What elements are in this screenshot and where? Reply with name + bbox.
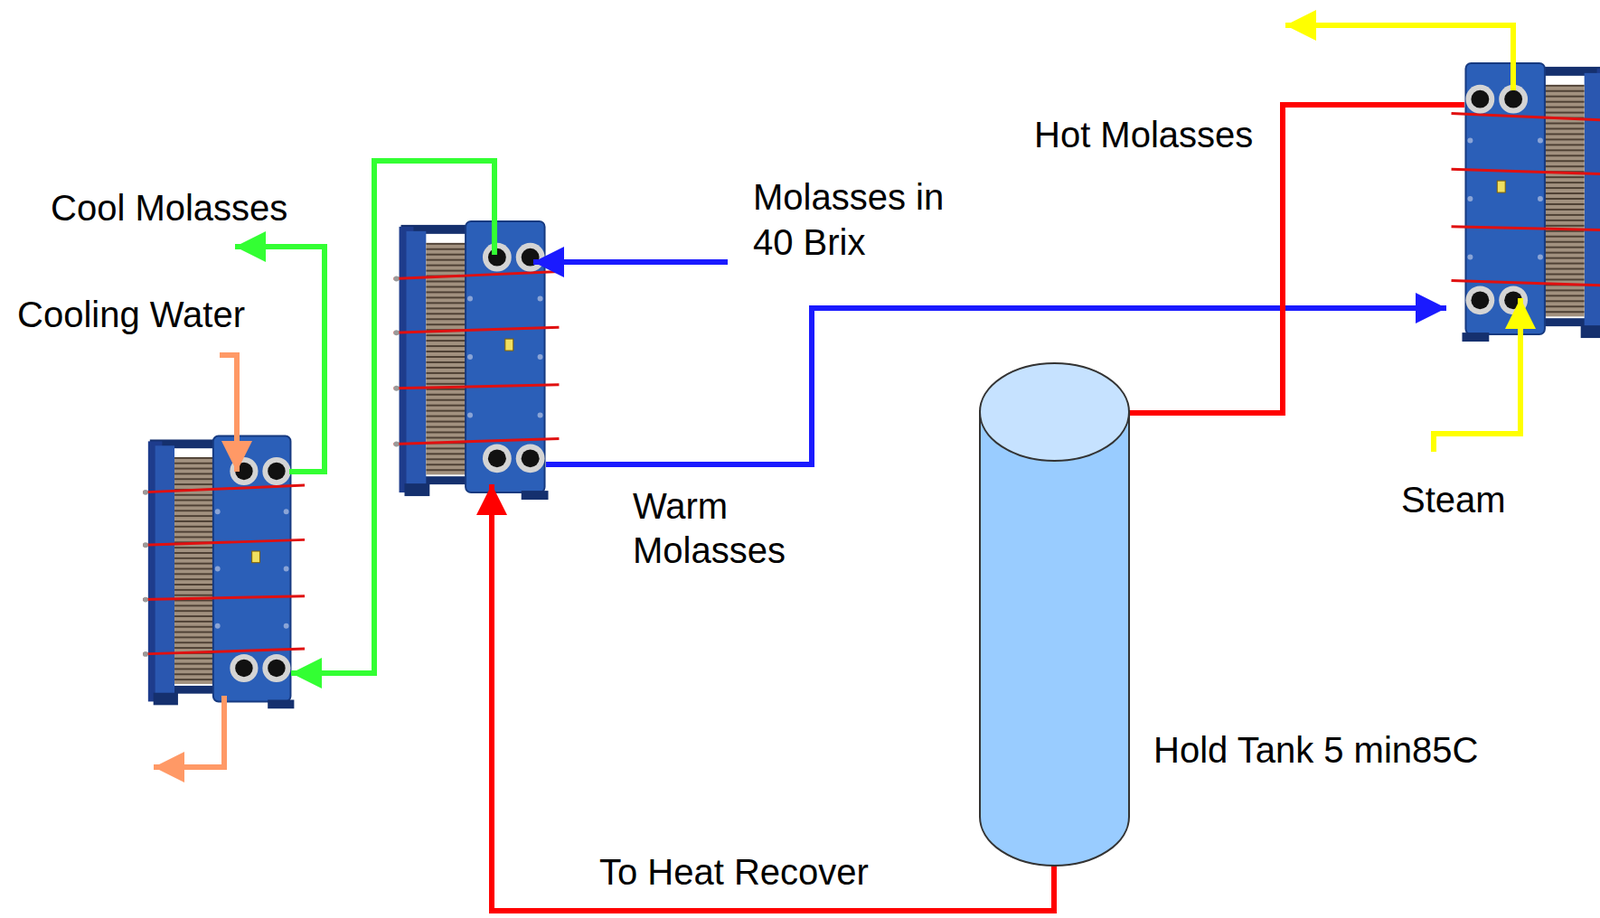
stream-label: Cooling Water (17, 293, 245, 336)
stream-label: Steam (1401, 479, 1506, 521)
steam-heat-exchanger (1451, 63, 1600, 342)
hold-tank: Hold Tank 5 min85C (978, 362, 1131, 868)
stream-label: Hot Molasses (1034, 113, 1253, 156)
stream-label: To Heat Recover (599, 851, 869, 894)
steam-inlet-pipe (1433, 298, 1521, 452)
tank-outline (978, 362, 1131, 868)
cooler-heat-exchanger (142, 436, 305, 710)
warm-molasses-pipe (545, 308, 1447, 465)
steam-outlet-pipe (1285, 25, 1514, 91)
heat-recovery-pipe (491, 484, 1055, 912)
tank-label: Hold Tank 5 min85C (1153, 729, 1478, 772)
regen-to-cooler-pipe (291, 160, 495, 674)
molasses-inlet-pipe (533, 259, 728, 265)
stream-label: Warm Molasses (632, 484, 814, 574)
cool-molasses-pipe (235, 246, 325, 472)
cooling-water-outlet-pipe (153, 696, 225, 768)
stream-label: Cool Molasses (50, 187, 288, 229)
cooling-water-inlet-pipe (219, 355, 237, 472)
stream-label: Molasses in 40 Brix (752, 174, 970, 265)
